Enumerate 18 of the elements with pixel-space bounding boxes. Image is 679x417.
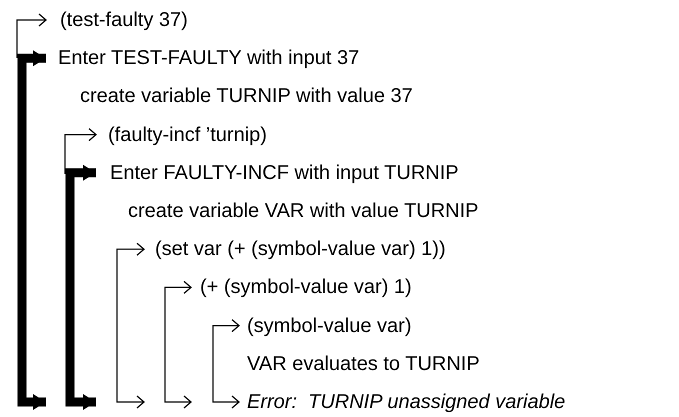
arrow bbox=[16, 13, 47, 59]
arrow bbox=[164, 280, 192, 409]
trace-line: (set var (+ (symbol-value var) 1)) bbox=[144, 236, 446, 262]
thick-arrow bbox=[18, 50, 46, 410]
trace-line: VAR evaluates to TURNIP bbox=[247, 350, 480, 377]
trace-line: (test-faulty 37) bbox=[46, 7, 188, 33]
trace-line: (symbol-value var) bbox=[239, 312, 412, 339]
trace-line: (+ (symbol-value var) 1) bbox=[191, 274, 412, 300]
trace-line: Enter FAULTY-INCF with input TURNIP bbox=[96, 160, 459, 186]
trace-line: (faulty-incf ’turnip) bbox=[96, 122, 267, 148]
arrow bbox=[212, 318, 240, 409]
arrow bbox=[116, 242, 145, 409]
error-message: Error: TURNIP unassigned variable bbox=[239, 389, 566, 415]
trace-line: Enter TEST-FAULTY with input 37 bbox=[46, 45, 360, 72]
trace-line: create variable VAR with value TURNIP bbox=[128, 198, 479, 224]
thick-arrow bbox=[66, 164, 96, 410]
trace-line: create variable TURNIP with value 37 bbox=[80, 83, 413, 110]
arrow bbox=[64, 128, 97, 175]
